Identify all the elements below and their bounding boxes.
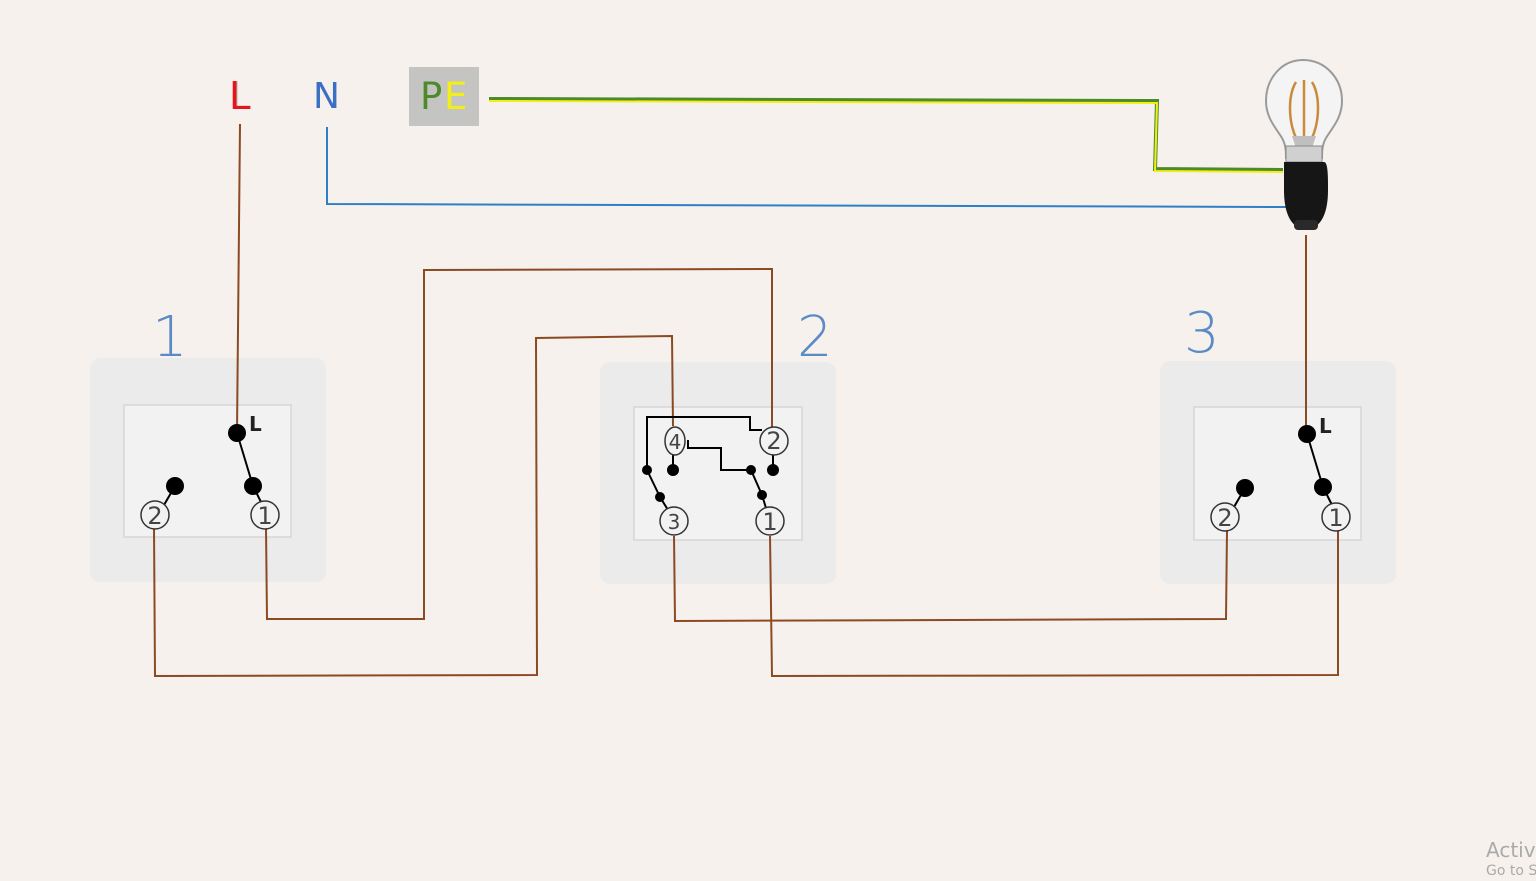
switch-3-terminal-1: 1 — [1328, 504, 1343, 532]
switch-2-terminal-1: 1 — [762, 508, 777, 536]
switch-3-mechanism — [1210, 425, 1351, 532]
switch-1-terminal-2: 2 — [147, 502, 162, 530]
switch-2-number: 2 — [797, 305, 833, 370]
switch-2-plate — [600, 362, 836, 584]
earth-wire — [488, 97, 1284, 173]
switch-3-plate — [1160, 361, 1396, 584]
protective-earth-label: P E — [409, 67, 479, 126]
light-bulb-icon — [1264, 58, 1344, 230]
switch-1-live-label: L — [249, 412, 262, 436]
switch-3-live-label: L — [1319, 414, 1332, 438]
windows-activation-watermark: Activa Go to S — [1486, 838, 1536, 880]
switch-2-contacts — [642, 464, 779, 502]
traveller-wire-1 — [265, 267, 773, 620]
watermark-line-2: Go to S — [1486, 863, 1536, 879]
traveller-wire-2 — [153, 334, 674, 678]
traveller-wire-3 — [673, 529, 1228, 623]
traveller-wires — [153, 267, 1339, 678]
switch-2-terminal-2: 2 — [766, 427, 781, 455]
earth-label-p: P — [420, 75, 443, 118]
live-wire — [236, 123, 241, 433]
switch-1-plate — [90, 358, 326, 582]
switch-2-terminal-4: 4 — [669, 430, 682, 454]
watermark-line-1: Activa — [1486, 838, 1536, 862]
switch-2-terminals — [659, 426, 789, 536]
switch-2-terminal-3: 3 — [668, 510, 681, 534]
switch-3-number: 3 — [1184, 301, 1220, 366]
switch-3-terminal-2: 2 — [1217, 504, 1232, 532]
switch-1-terminal-1: 1 — [257, 502, 272, 530]
neutral-supply-label: N — [313, 76, 340, 117]
live-supply-label: L — [229, 74, 251, 118]
neutral-wire — [326, 127, 1288, 208]
traveller-wire-4 — [769, 530, 1339, 678]
switch-1-number: 1 — [152, 305, 188, 370]
switch-1-mechanism — [140, 424, 280, 530]
earth-label-e: E — [444, 75, 468, 118]
